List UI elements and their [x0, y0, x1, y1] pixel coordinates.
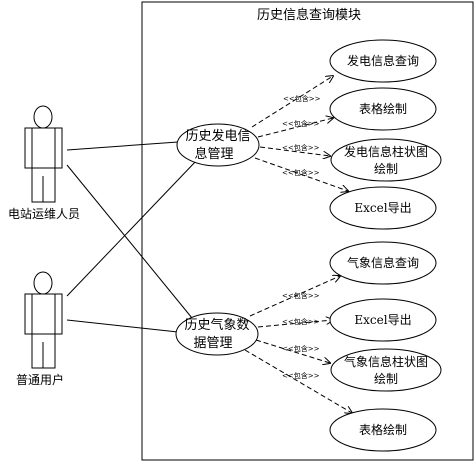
include-arrow	[257, 320, 333, 328]
actor-label: 普通用户	[16, 372, 64, 387]
use-case	[329, 39, 437, 83]
use-case-label: 发电信息柱状图	[344, 144, 428, 159]
include-label: <<包含>>	[282, 291, 320, 300]
use-case-label: 息管理	[194, 146, 233, 162]
include-label: <<包含>>	[282, 344, 320, 353]
use-case	[329, 186, 437, 230]
include-label: <<包含>>	[282, 317, 320, 326]
include-label: <<包含>>	[282, 168, 320, 177]
actor-figure	[24, 271, 63, 369]
include-arrow	[259, 146, 330, 156]
use-case	[329, 87, 437, 131]
use-case-label: 气象信息柱状图	[344, 354, 428, 369]
include-label: <<包含>>	[282, 371, 320, 380]
system-title: 历史信息查询模块	[257, 7, 361, 23]
use-case	[175, 312, 259, 356]
use-case	[329, 408, 437, 452]
use-case	[329, 298, 437, 342]
use-case-label: Excel导出	[354, 201, 411, 215]
include-arrow	[257, 118, 333, 138]
use-case	[330, 348, 442, 392]
use-case	[330, 138, 442, 182]
use-case-label: 绘制	[374, 371, 398, 386]
use-case-label: 绘制	[374, 161, 398, 176]
use-case-label: 表格绘制	[359, 101, 407, 116]
use-case-label: 据管理	[193, 336, 232, 351]
use-case-label: 气象信息查询	[347, 255, 419, 270]
include-label: <<包含>>	[282, 143, 320, 152]
association-line	[66, 141, 179, 151]
use-case-label: 表格绘制	[359, 422, 407, 437]
actor-figure	[24, 105, 63, 203]
include-arrow	[244, 349, 352, 413]
use-case	[176, 123, 260, 167]
use-case-label: 发电信息查询	[347, 53, 419, 68]
include-arrow	[255, 339, 330, 363]
association-line	[66, 319, 179, 333]
use-case-label: Excel导出	[354, 313, 411, 327]
actor-label: 电站运维人员	[8, 207, 80, 221]
include-label: <<包含>>	[282, 119, 320, 128]
use-case-label: 历史发电信	[185, 128, 250, 144]
include-arrow	[249, 276, 340, 317]
use-case-label: 历史气象数	[184, 317, 249, 333]
include-label: <<包含>>	[283, 94, 321, 103]
include-arrow	[254, 157, 348, 191]
system-boundary	[141, 1, 474, 461]
association-line	[66, 164, 193, 319]
use-case	[329, 241, 437, 285]
association-line	[66, 159, 198, 297]
